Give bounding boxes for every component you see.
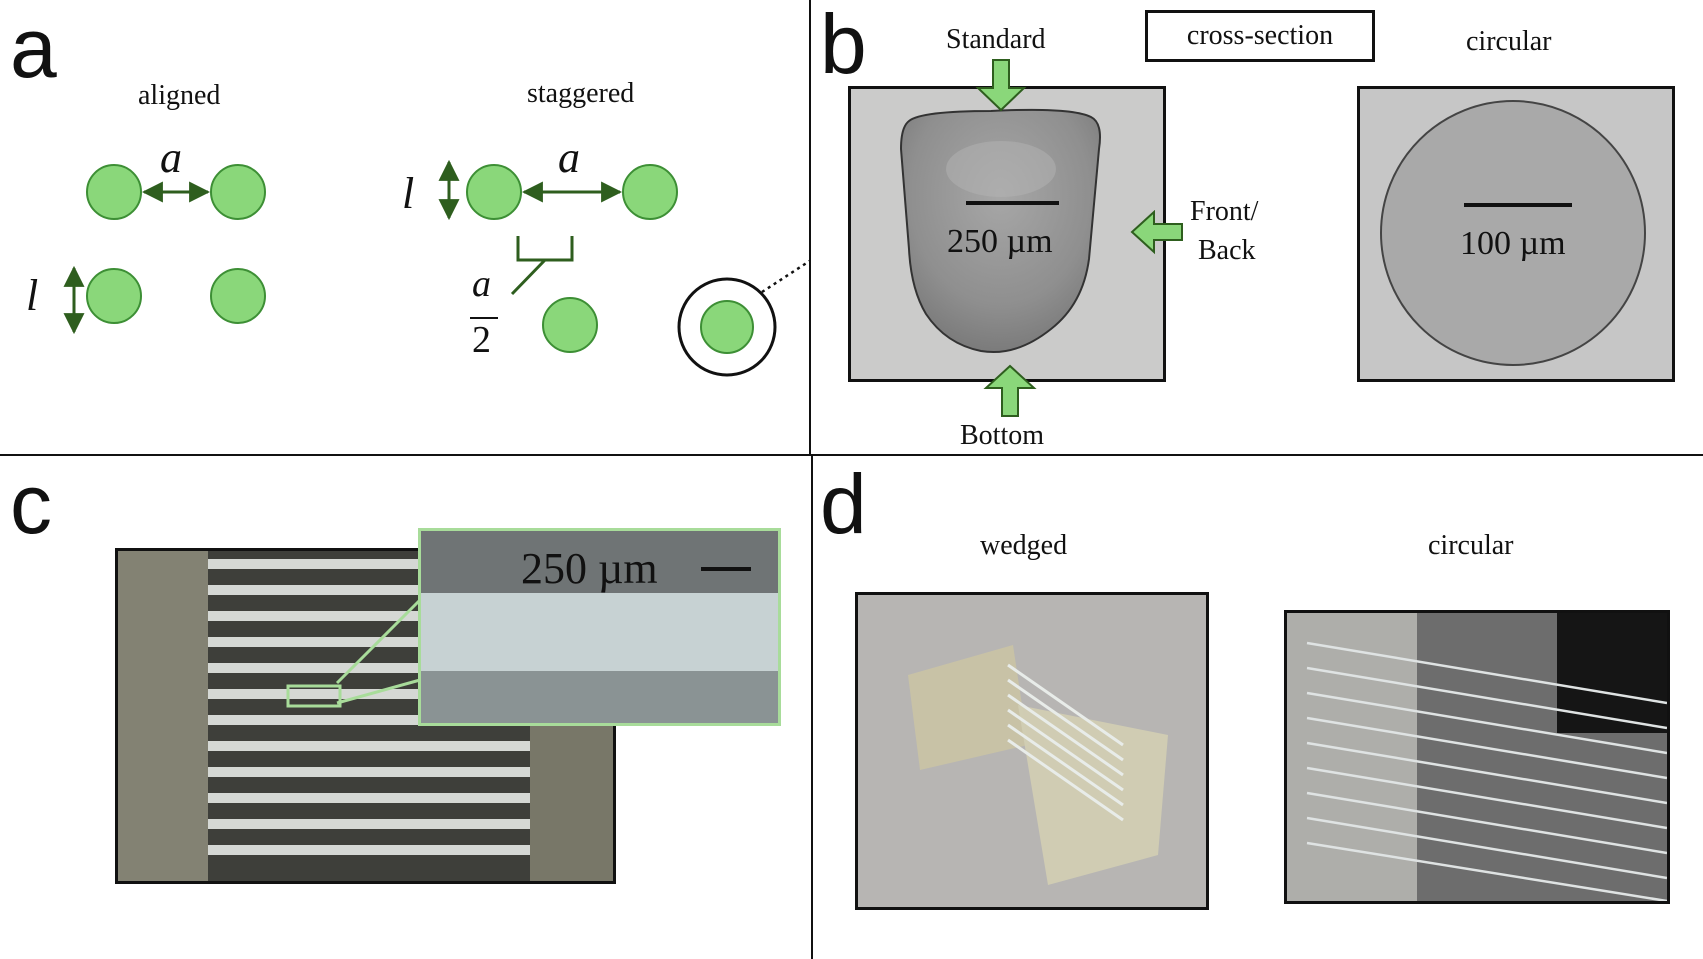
wedged-cross-section-image: 250 µm <box>848 86 1166 382</box>
panel-letter-c: c <box>10 457 52 551</box>
fiber-zoom-inset-image: 250 µm <box>418 528 781 726</box>
circular-device-photo <box>1284 610 1670 904</box>
pillar-aligned-4 <box>210 268 266 324</box>
wedged-label: wedged <box>980 530 1068 561</box>
standard-arrow <box>975 59 1027 112</box>
front-back-label-line1: Front/ <box>1190 196 1259 227</box>
variable-a-staggered: a <box>558 133 580 182</box>
circular-cross-section-image: 100 µm <box>1357 86 1675 382</box>
panel-letter-a: a <box>10 1 57 95</box>
aligned-label: aligned <box>138 80 221 111</box>
scale-label-circular: 100 µm <box>1460 225 1566 262</box>
scale-label-wedged: 250 µm <box>947 223 1053 260</box>
wedged-device-photo <box>855 592 1209 910</box>
fraction-numerator: a <box>472 263 491 305</box>
front-back-arrow <box>1130 210 1183 255</box>
fraction-denominator: 2 <box>472 319 491 361</box>
front-back-label-line2: Back <box>1198 235 1256 266</box>
pillar-staggered-2 <box>622 164 678 220</box>
circular-label-b: circular <box>1466 26 1552 57</box>
pillar-highlighted <box>700 300 754 354</box>
pillar-schematic <box>63 159 810 377</box>
scale-label-inset: 250 µm <box>521 544 658 593</box>
cross-section-label: cross-section <box>1145 10 1375 62</box>
bottom-arrow <box>983 364 1037 417</box>
half-spacing-leader <box>510 258 547 296</box>
standard-label: Standard <box>946 24 1046 55</box>
half-spacing-bracket <box>516 236 574 262</box>
circular-label-d: circular <box>1428 530 1514 561</box>
pillar-aligned-3 <box>86 268 142 324</box>
pillar-staggered-1 <box>466 164 522 220</box>
staggered-label: staggered <box>527 78 635 109</box>
bottom-label: Bottom <box>960 420 1045 451</box>
panel-letter-d: d <box>820 457 867 551</box>
direction-arrows <box>975 59 1027 112</box>
pillar-staggered-3 <box>542 297 598 353</box>
pillar-aligned-2 <box>210 164 266 220</box>
variable-l-staggered: l <box>402 169 415 218</box>
variable-l-aligned: l <box>26 271 39 320</box>
variable-a-aligned: a <box>160 133 182 182</box>
zoom-connector <box>761 259 810 294</box>
panel-letter-b: b <box>820 0 867 91</box>
pillar-aligned-1 <box>86 164 142 220</box>
highlight-ring <box>677 277 777 377</box>
circular-fiber-outline <box>1380 100 1646 366</box>
